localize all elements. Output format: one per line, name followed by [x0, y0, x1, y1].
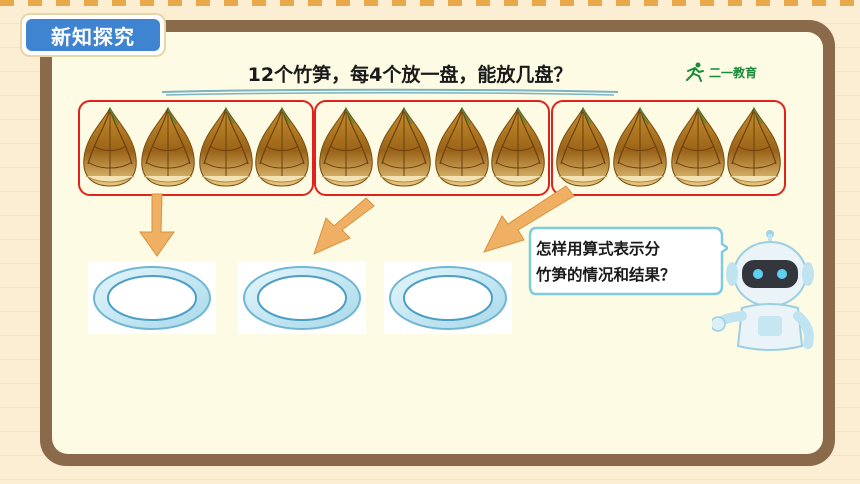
question-underline: [161, 88, 619, 96]
robot-icon: [712, 230, 814, 351]
plate-icon: [238, 262, 366, 334]
bamboo-shoot-icon: [668, 106, 728, 188]
question-text: 12个竹笋，每4个放一盘，能放几盘？: [247, 64, 573, 86]
speech-bubble-line-2: 竹笋的情况和结果？: [536, 266, 676, 284]
runner-logo-icon: [686, 62, 704, 82]
bamboo-shoot-icon: [432, 106, 492, 188]
bamboo-shoot-icon: [80, 106, 140, 188]
bamboo-shoot-icon: [316, 106, 376, 188]
plate-icon: [88, 262, 216, 334]
shoot-group-3: [551, 100, 786, 196]
logo-text: 二一教育: [709, 65, 758, 80]
arrow-icon: [139, 193, 175, 257]
arrow-icon: [483, 185, 575, 253]
shoot-group-1: [78, 100, 314, 196]
bamboo-shoot-icon: [488, 106, 548, 188]
plate-icon: [384, 262, 512, 334]
bamboo-shoot-icon: [252, 106, 312, 188]
shoot-group-2: [314, 100, 550, 196]
bamboo-shoot-icon: [724, 106, 784, 188]
section-badge-label: 新知探究: [26, 19, 160, 51]
bamboo-shoot-icon: [196, 106, 256, 188]
bamboo-shoot-icon: [610, 106, 670, 188]
section-badge: 新知探究: [22, 15, 164, 55]
bamboo-shoot-icon: [138, 106, 198, 188]
top-stripe-decoration: [0, 0, 860, 6]
arrow-icon: [313, 197, 375, 255]
bamboo-shoot-icon: [374, 106, 434, 188]
speech-bubble-line-1: 怎样用算式表示分: [536, 240, 661, 258]
speech-bubble-text: 怎样用算式表示分 竹笋的情况和结果？: [536, 236, 722, 288]
publisher-logo: 二一教育: [684, 60, 774, 84]
bamboo-shoot-icon: [553, 106, 613, 188]
speech-bubble: [528, 226, 728, 296]
